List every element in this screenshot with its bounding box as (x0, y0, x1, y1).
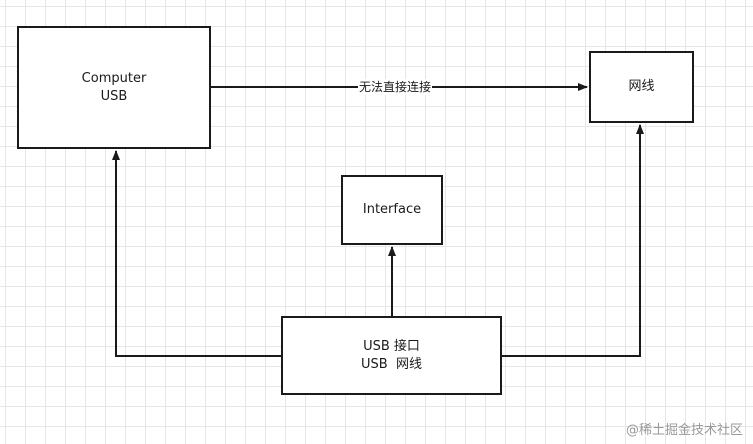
node-usb-adapter-line-2: USB 网线 (361, 356, 422, 372)
edge-adapter-to-computer (112, 150, 281, 357)
node-usb-adapter-line-1: USB 接口 (363, 338, 420, 354)
node-computer-line-2: USB (100, 88, 128, 104)
node-usb-adapter[interactable]: USB 接口 USB 网线 (281, 316, 502, 395)
watermark: @稀土掘金技术社区 (625, 423, 743, 438)
node-network-cable[interactable]: 网线 (589, 51, 694, 123)
node-interface-line-1: Interface (362, 202, 422, 217)
node-network-cable-line-1: 网线 (628, 79, 655, 94)
node-computer[interactable]: Computer USB (17, 26, 211, 149)
edge-label-cannot-connect-directly: 无法直接连接 (358, 79, 433, 95)
node-interface[interactable]: Interface (341, 175, 443, 245)
edge-adapter-to-network (502, 124, 644, 357)
node-computer-line-1: Computer (81, 70, 147, 86)
